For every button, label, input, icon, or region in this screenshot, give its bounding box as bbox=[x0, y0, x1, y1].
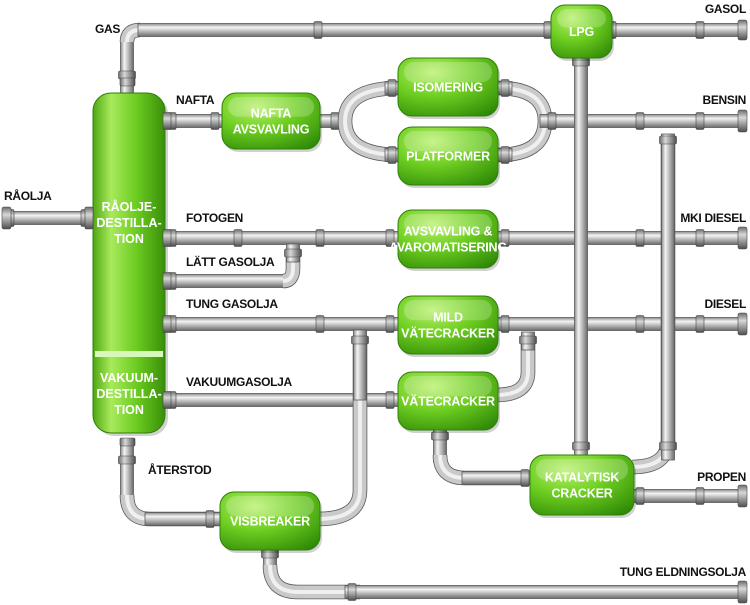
lpg-down bbox=[572, 57, 590, 456]
unit-label-mild-0: MILD bbox=[433, 311, 463, 325]
unit-vatecracker: VÄTECRACKER bbox=[397, 371, 500, 433]
latt-gasolja-elbow bbox=[282, 255, 301, 289]
unit-nafta: NAFTA AVSVAVLING bbox=[221, 92, 322, 152]
stream-label-gas: GAS bbox=[95, 22, 120, 36]
unit-label-vatecracker-0: VÄTECRACKER bbox=[401, 394, 495, 409]
unit-platformer: PLATFORMER bbox=[397, 126, 500, 188]
latt-gasolja-riser bbox=[284, 243, 302, 263]
unit-label-avsvavling-0: AVSVAVLING & bbox=[404, 225, 493, 239]
raolja-inlet bbox=[3, 209, 96, 227]
product-label-propen: PROPEN bbox=[697, 470, 746, 484]
raolja-inlet-cap bbox=[1, 206, 12, 230]
stream-label-fotogen: FOTOGEN bbox=[186, 211, 243, 225]
product-label-mk1-diesel: MKI DIESEL bbox=[680, 211, 746, 225]
mk1-line bbox=[495, 229, 743, 247]
product-label-gasol: GASOL bbox=[705, 2, 746, 16]
unit-label-lpg-0: LPG bbox=[569, 25, 594, 39]
column-top-label-1: DESTILLA- bbox=[96, 216, 161, 230]
visbreaker-riser-stub bbox=[351, 329, 369, 401]
column-bottom-label-2: TION bbox=[114, 403, 144, 417]
unit-label-katalytisk-1: CRACKER bbox=[551, 487, 612, 501]
kat-inlet bbox=[461, 469, 541, 487]
column-feed-nozzle bbox=[84, 206, 94, 230]
visbreaker-to-teo bbox=[262, 564, 360, 600]
gas-riser bbox=[118, 39, 136, 96]
aterstod-down bbox=[118, 439, 136, 501]
unit-katalytisk: KATALYTISK CRACKER bbox=[529, 454, 636, 518]
kat-bensin-riser bbox=[659, 133, 677, 461]
unit-label-katalytisk-0: KATALYTISK bbox=[545, 471, 619, 485]
unit-label-platformer-0: PLATFORMER bbox=[406, 150, 490, 164]
visbreaker-riser bbox=[317, 338, 368, 527]
column-nozzle-2 bbox=[162, 272, 172, 290]
unit-visbreaker: VISBREAKER bbox=[219, 491, 322, 553]
column-top-nozzle bbox=[119, 77, 136, 87]
unit-label-visbreaker-0: VISBREAKER bbox=[230, 515, 310, 529]
stream-label-latt-gasolja: LÄTT GASOLJA bbox=[186, 254, 275, 269]
product-label-bensin: BENSIN bbox=[702, 93, 746, 107]
unit-label-avsvavling-1: AVAROMATISERING bbox=[389, 241, 507, 255]
column-bottom-nozzle bbox=[119, 437, 136, 447]
vatecracker-riser-stub bbox=[519, 331, 537, 351]
gasol-outlet-cap bbox=[737, 19, 748, 41]
stream-label-vakuumgasolja: VAKUUMGASOLJA bbox=[186, 375, 293, 389]
column-top-label-2: TION bbox=[114, 232, 144, 246]
column-top-label-0: RÅOLJE- bbox=[102, 199, 157, 214]
stream-label-nafta: NAFTA bbox=[176, 93, 215, 107]
distillation-column: RÅOLJE- DESTILLA- TION VAKUUM- DESTILLA- TION bbox=[92, 92, 168, 436]
diesel-line bbox=[495, 315, 743, 333]
stream-label-aterstod: ÅTERSTOD bbox=[148, 462, 212, 477]
bensin-outlet-cap bbox=[737, 109, 748, 133]
diesel-outlet-cap bbox=[737, 312, 748, 336]
column-nozzle-1 bbox=[162, 229, 172, 247]
stream-label-raolja: RÅOLJA bbox=[4, 188, 52, 203]
column-nozzle-4 bbox=[162, 391, 172, 409]
column-nozzle-0 bbox=[162, 112, 172, 130]
column-bottom-label-1: DESTILLA- bbox=[96, 387, 161, 401]
unit-label-nafta-0: NAFTA bbox=[251, 107, 292, 121]
stream-label-tung-gasolja: TUNG GASOLJA bbox=[186, 297, 278, 311]
plat-out bbox=[495, 146, 513, 164]
column-bottom-label-0: VAKUUM- bbox=[100, 371, 158, 385]
unit-lpg: LPG bbox=[550, 4, 614, 61]
gasol-line bbox=[137, 21, 743, 39]
propen-line bbox=[631, 487, 743, 505]
unit-label-isomering-0: ISOMERING bbox=[413, 81, 483, 95]
iso-out bbox=[495, 79, 513, 97]
vatecracker-riser bbox=[495, 338, 536, 403]
latt-gasolja-line bbox=[159, 272, 286, 290]
tung-gasolja-line bbox=[159, 315, 401, 333]
teo-outlet-cap bbox=[737, 580, 748, 604]
product-label-tung-eldningsolja: TUNG ELDNINGSOLJA bbox=[620, 565, 747, 579]
unit-label-mild-1: VÄTECRACKER bbox=[401, 326, 495, 341]
column-nozzle-3 bbox=[162, 315, 172, 333]
vakuumgasolja-line bbox=[159, 391, 401, 409]
propen-outlet-cap bbox=[737, 484, 748, 508]
tung-eldningsolja-line bbox=[344, 583, 743, 601]
mk1-outlet-cap bbox=[737, 226, 748, 250]
pipe-network bbox=[1, 19, 748, 604]
unit-label-nafta-1: AVSVAVLING bbox=[233, 123, 309, 137]
process-units: LPG NAFTA AVSVAVLING ISOMERING PLATFORMER AVS… bbox=[84, 4, 636, 553]
column-divider bbox=[95, 351, 163, 357]
unit-avsvavling: AVSVAVLING & AVAROMATISERING bbox=[389, 209, 507, 271]
unit-isomering: ISOMERING bbox=[397, 57, 500, 119]
fotogen-line bbox=[159, 229, 401, 247]
product-label-diesel: DIESEL bbox=[704, 297, 746, 311]
aterstod-line bbox=[144, 510, 223, 528]
bensin-line bbox=[539, 112, 743, 130]
